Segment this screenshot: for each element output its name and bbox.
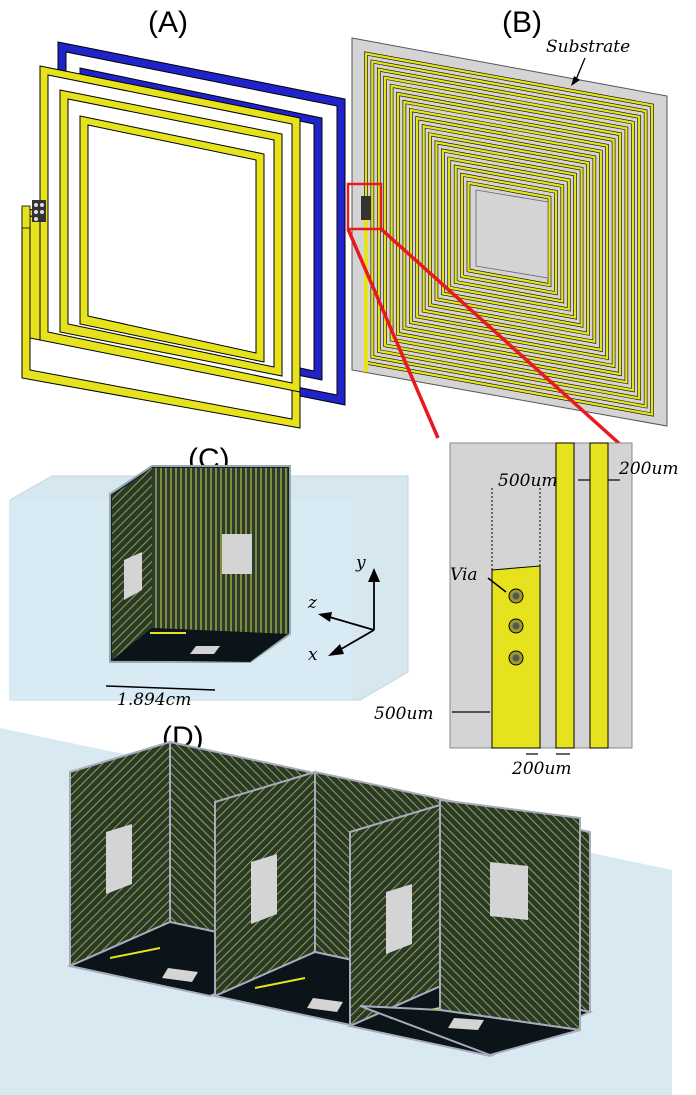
x-axis-label: x [308,645,318,665]
substrate-arrowhead [571,76,580,86]
axis-triad [318,568,380,656]
spiral-turn [377,68,641,400]
dim-200-top: 200um [618,459,679,479]
spiral-turn [403,100,615,368]
top-coil-turn-4 [79,115,265,363]
coil-center-window [475,189,549,279]
via-label: Via [450,565,478,585]
via-marker [361,196,371,220]
array-end-coil [359,798,581,1057]
array-cells [66,740,594,1058]
spiral-turn [396,92,622,376]
end-coil-window [490,862,528,920]
x-axis [335,629,375,653]
panel-c: (C) 1.894cm y z x [9,443,409,710]
cube-size-label: 1.894cm [117,690,191,710]
unit-cell-floor [112,628,288,662]
spiral-turn [383,76,635,392]
z-axis [325,615,375,631]
spiral-turn [448,157,570,311]
cell-floor-window [162,968,198,982]
dim-200-bottom: 200um [511,759,572,779]
cell-feed-line [109,947,161,959]
unit-cell [109,465,291,663]
unit-cell-back-coil [152,468,288,634]
spiral-turn [428,132,590,336]
top-coil [21,65,301,429]
via-column [21,200,46,229]
cell-left-window [251,854,277,924]
zoom-line-left [346,228,440,439]
inset-trace-1 [555,442,575,749]
spiral-turn [371,60,647,408]
zoom-line-right [379,227,624,448]
unit-cell-floor-window [190,646,220,654]
panel-d: (D) [0,721,672,1095]
spiral-turn [422,124,596,344]
unit-cell-back-window [222,534,252,574]
zoom-inset: 500um 200um Via 500um 200um [374,442,679,779]
dim-500-top: 500um [498,471,558,491]
z-axis-label: z [307,593,318,613]
panel-a: (A) [21,6,346,429]
spiral-turn [409,108,609,360]
y-axis-label: y [355,553,366,573]
via-arrow [487,577,507,593]
cell-feed-line [254,977,306,989]
substrate-label: Substrate [546,37,630,57]
spiral-turn [416,116,602,352]
cube-size-arrow [105,685,216,691]
end-floor-window [448,1018,484,1030]
unit-cell-left-window [124,552,142,600]
panel-a-label: (A) [148,6,188,39]
panel-b-label: (B) [502,6,542,39]
zoom-box [346,182,383,231]
panel-b: (B) Substrate [346,6,668,448]
cell-left-window [106,824,132,894]
spiral-turn [435,141,583,327]
spiral-turn [467,181,551,287]
spiral-turn [390,84,628,384]
spiral-coil [364,51,654,417]
spiral-turn [460,173,558,295]
cell-left-window [386,884,412,954]
spiral-turn [454,165,564,303]
end-coil-floor [359,1005,581,1057]
inset-trace-2 [589,442,609,749]
dim-500-left: 500um [374,704,434,724]
inset-vias [508,588,524,666]
cell-floor-window [307,998,343,1012]
spiral-turn [441,149,577,319]
